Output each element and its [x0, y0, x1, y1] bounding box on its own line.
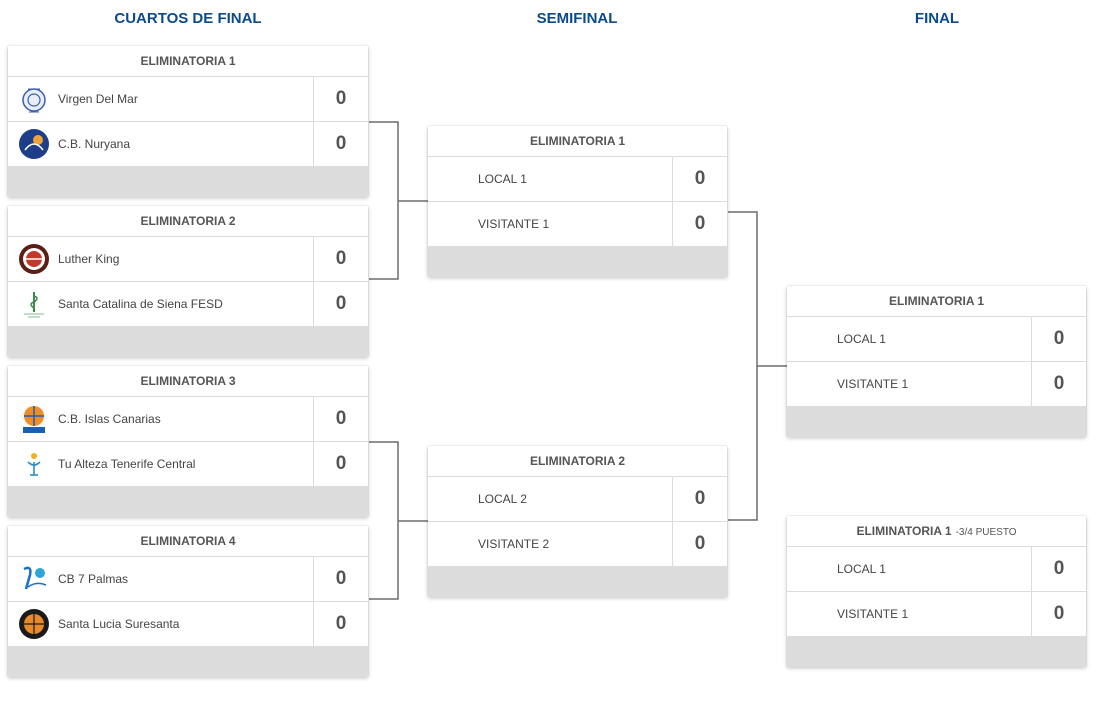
- team-row[interactable]: LOCAL 2 0: [428, 477, 727, 522]
- team-score: 0: [672, 522, 727, 566]
- team-score: 0: [1031, 317, 1086, 361]
- team-score: 0: [672, 477, 727, 521]
- match-title: ELIMINATORIA 1: [787, 286, 1086, 317]
- team-name: Santa Catalina de Siena FESD: [58, 297, 223, 311]
- team-name: Santa Lucia Suresanta: [58, 617, 180, 631]
- luther-king-logo: [19, 244, 49, 274]
- team-row[interactable]: CB 7 Palmas 0: [8, 557, 368, 602]
- team-row[interactable]: VISITANTE 1 0: [428, 202, 727, 247]
- team-row[interactable]: Santa Catalina de Siena FESD 0: [8, 282, 368, 327]
- team-name: C.B. Nuryana: [58, 137, 131, 151]
- quarterfinal-card-1[interactable]: ELIMINATORIA 1 Virgen Del Mar 0 C.B. Nur…: [8, 46, 368, 197]
- match-title: ELIMINATORIA 4: [8, 526, 368, 557]
- team-score: 0: [313, 397, 368, 441]
- team-row[interactable]: LOCAL 1 0: [787, 317, 1086, 362]
- cb-nuryana-logo: [19, 129, 49, 159]
- team-score: 0: [313, 122, 368, 166]
- team-score: 0: [313, 557, 368, 601]
- card-footer: [787, 637, 1086, 667]
- team-score: 0: [1031, 592, 1086, 636]
- team-row[interactable]: VISITANTE 2 0: [428, 522, 727, 567]
- match-title: ELIMINATORIA 1: [428, 126, 727, 157]
- card-footer: [8, 647, 368, 677]
- team-row[interactable]: Virgen Del Mar 0: [8, 77, 368, 122]
- team-name: LOCAL 1: [837, 562, 886, 576]
- match-title-text: ELIMINATORIA 1: [856, 524, 952, 538]
- santa-lucia-logo: [19, 609, 49, 639]
- card-footer: [8, 327, 368, 357]
- team-score: 0: [1031, 362, 1086, 406]
- match-subtitle: -3/4 PUESTO: [955, 527, 1017, 538]
- team-row[interactable]: C.B. Islas Canarias 0: [8, 397, 368, 442]
- card-footer: [8, 487, 368, 517]
- team-score: 0: [313, 602, 368, 646]
- third-place-card[interactable]: ELIMINATORIA 1-3/4 PUESTO LOCAL 1 0 VISI…: [787, 516, 1086, 667]
- quarterfinal-card-2[interactable]: ELIMINATORIA 2 Luther King 0 Santa Catal…: [8, 206, 368, 357]
- cb-7-palmas-logo: [23, 566, 47, 590]
- team-row[interactable]: LOCAL 1 0: [787, 547, 1086, 592]
- round-title-final: FINAL: [914, 10, 960, 27]
- card-footer: [428, 247, 727, 277]
- team-score: 0: [313, 237, 368, 281]
- match-title: ELIMINATORIA 3: [8, 366, 368, 397]
- connector-sf1-sf2-final: [728, 211, 787, 521]
- team-score: 0: [672, 157, 727, 201]
- team-row[interactable]: Luther King 0: [8, 237, 368, 282]
- round-title-semifinals: SEMIFINAL: [536, 10, 618, 27]
- team-name: VISITANTE 2: [478, 537, 550, 551]
- team-name: Virgen Del Mar: [58, 92, 138, 106]
- quarterfinal-card-3[interactable]: ELIMINATORIA 3 C.B. Islas Canarias 0 Tu …: [8, 366, 368, 517]
- round-title-quarterfinals: CUARTOS DE FINAL: [114, 10, 262, 27]
- match-title: ELIMINATORIA 2: [428, 446, 727, 477]
- team-name: CB 7 Palmas: [58, 572, 129, 586]
- team-row[interactable]: VISITANTE 1 0: [787, 592, 1086, 637]
- team-score: 0: [313, 442, 368, 486]
- team-row[interactable]: Tu Alteza Tenerife Central 0: [8, 442, 368, 487]
- match-title: ELIMINATORIA 2: [8, 206, 368, 237]
- islas-canarias-logo: [23, 406, 45, 433]
- team-name: C.B. Islas Canarias: [58, 412, 161, 426]
- team-name: Luther King: [58, 252, 120, 266]
- team-name: LOCAL 1: [837, 332, 886, 346]
- team-row[interactable]: C.B. Nuryana 0: [8, 122, 368, 167]
- team-row[interactable]: VISITANTE 1 0: [787, 362, 1086, 407]
- team-name: LOCAL 2: [478, 492, 527, 506]
- santa-catalina-logo: [24, 292, 44, 318]
- match-title: ELIMINATORIA 1-3/4 PUESTO: [787, 516, 1086, 547]
- team-name: LOCAL 1: [478, 172, 527, 186]
- card-footer: [787, 407, 1086, 437]
- team-name: VISITANTE 1: [837, 377, 909, 391]
- team-name: VISITANTE 1: [478, 217, 550, 231]
- team-row[interactable]: Santa Lucia Suresanta 0: [8, 602, 368, 647]
- match-title: ELIMINATORIA 1: [8, 46, 368, 77]
- connector-qf1-qf2-sf1: [369, 121, 428, 280]
- virgen-del-mar-logo: [22, 88, 46, 113]
- team-score: 0: [672, 202, 727, 246]
- team-score: 0: [1031, 547, 1086, 591]
- quarterfinal-card-4[interactable]: ELIMINATORIA 4 CB 7 Palmas 0 Santa Lucia…: [8, 526, 368, 677]
- team-score: 0: [313, 77, 368, 121]
- final-card[interactable]: ELIMINATORIA 1 LOCAL 1 0 VISITANTE 1 0: [787, 286, 1086, 437]
- team-name: VISITANTE 1: [837, 607, 909, 621]
- tu-alteza-logo: [27, 453, 41, 476]
- connector-qf3-qf4-sf2: [369, 441, 428, 600]
- team-row[interactable]: LOCAL 1 0: [428, 157, 727, 202]
- team-name: Tu Alteza Tenerife Central: [58, 457, 196, 471]
- team-score: 0: [313, 282, 368, 326]
- semifinal-card-1[interactable]: ELIMINATORIA 1 LOCAL 1 0 VISITANTE 1 0: [428, 126, 727, 277]
- card-footer: [8, 167, 368, 197]
- card-footer: [428, 567, 727, 597]
- semifinal-card-2[interactable]: ELIMINATORIA 2 LOCAL 2 0 VISITANTE 2 0: [428, 446, 727, 597]
